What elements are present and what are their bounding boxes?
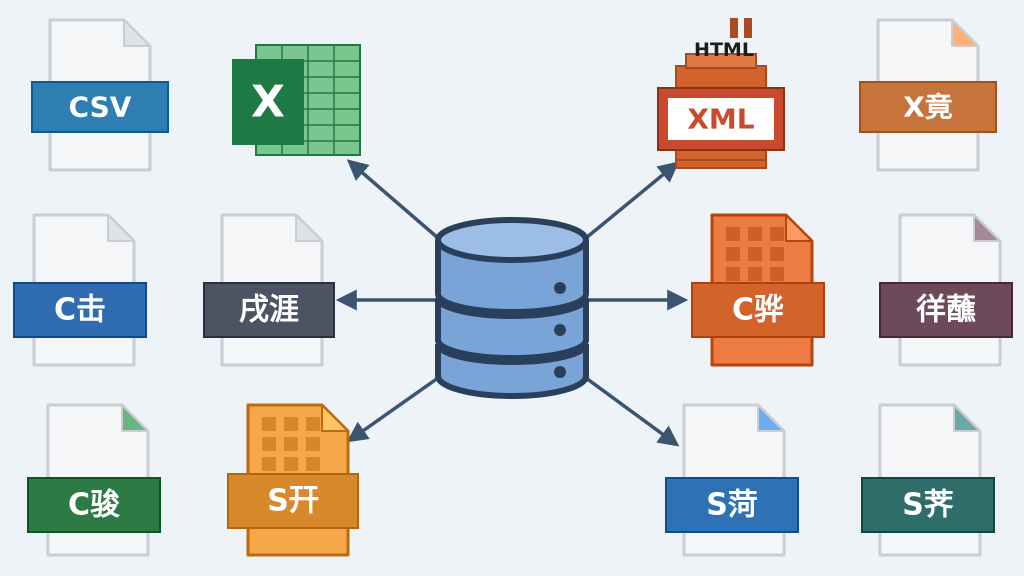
file-label-gray-mid: 戌涯 bbox=[239, 293, 299, 328]
connector-arrow-3 bbox=[346, 376, 440, 443]
connector-arrow-1 bbox=[346, 159, 440, 240]
file-label-s-teal: S荠 bbox=[902, 488, 954, 523]
file-label-c-blue: C击 bbox=[54, 293, 106, 328]
file-icon-c-green: C骏 bbox=[27, 403, 161, 557]
file-label-c-green: C骏 bbox=[68, 488, 120, 523]
file-label-s-blue: S菏 bbox=[706, 488, 758, 523]
file-icon-c-orange: C骅 bbox=[691, 213, 825, 367]
file-icon-excel: X bbox=[232, 44, 361, 156]
file-icon-csv: CSV bbox=[31, 18, 169, 172]
connector-arrow-4 bbox=[584, 161, 680, 240]
file-label-xml: XML bbox=[687, 103, 754, 136]
file-icon-s-teal: S荠 bbox=[861, 403, 995, 557]
file-icon-s-amber: S幵 bbox=[227, 403, 359, 557]
file-caption-html: HTML bbox=[694, 39, 754, 61]
file-icon-maroon: 徉蘸 bbox=[879, 213, 1013, 367]
file-icon-xml: HTML XML bbox=[657, 18, 785, 169]
file-icons: CSV X HTML XML X竟 C击 戌涯 C骅 徉蘸 C骏 S幵 S菏 S荠 bbox=[13, 18, 1013, 557]
file-icon-c-blue: C击 bbox=[13, 213, 147, 367]
database-server-icon bbox=[435, 217, 589, 399]
file-label-c-orange: C骅 bbox=[732, 293, 784, 328]
file-label-excel: X bbox=[251, 77, 285, 128]
file-icon-gray-mid: 戌涯 bbox=[203, 213, 335, 367]
file-icon-s-blue: S菏 bbox=[665, 403, 799, 557]
file-icon-x-orange: X竟 bbox=[859, 18, 997, 172]
file-label-csv: CSV bbox=[69, 91, 132, 124]
connector-arrow-6 bbox=[584, 376, 680, 447]
file-label-x-orange: X竟 bbox=[903, 91, 953, 124]
connector-arrows bbox=[335, 159, 689, 447]
file-label-s-amber: S幵 bbox=[267, 484, 319, 519]
file-label-maroon: 徉蘸 bbox=[916, 293, 976, 328]
